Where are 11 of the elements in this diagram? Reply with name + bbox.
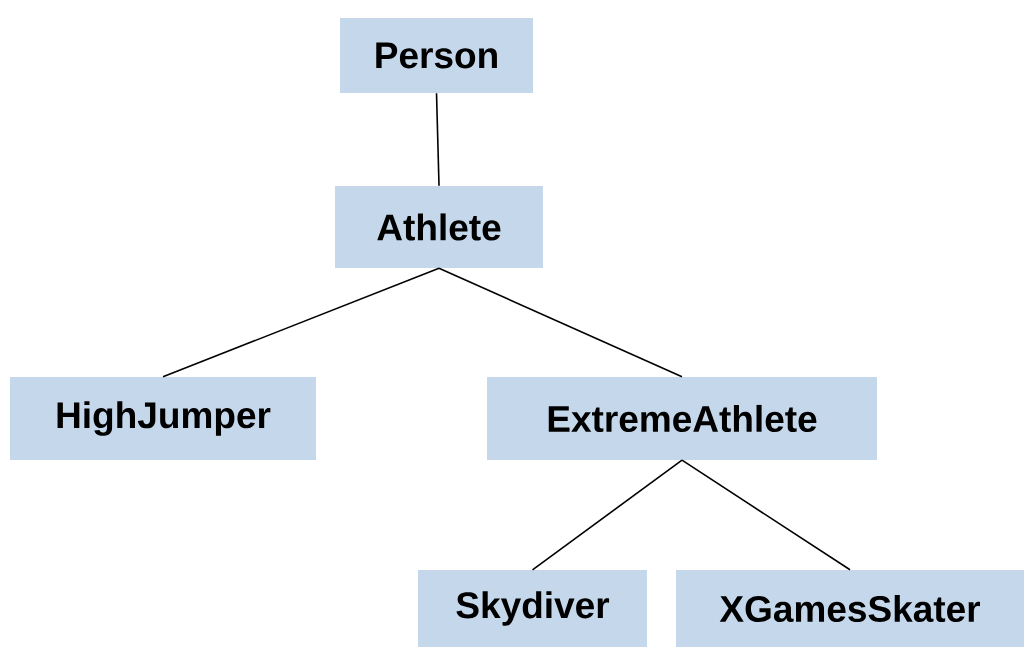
class-box: Person xyxy=(340,18,533,93)
connector-line xyxy=(531,459,683,571)
connector-line xyxy=(438,267,683,378)
connector-line xyxy=(681,459,851,571)
class-box: HighJumper xyxy=(10,377,316,460)
class-box: XGamesSkater xyxy=(676,570,1024,647)
class-box: Athlete xyxy=(335,186,543,268)
connector-line xyxy=(435,92,440,187)
class-box: Skydiver xyxy=(418,570,647,647)
connector-line xyxy=(162,267,440,378)
class-box: ExtremeAthlete xyxy=(487,377,877,460)
